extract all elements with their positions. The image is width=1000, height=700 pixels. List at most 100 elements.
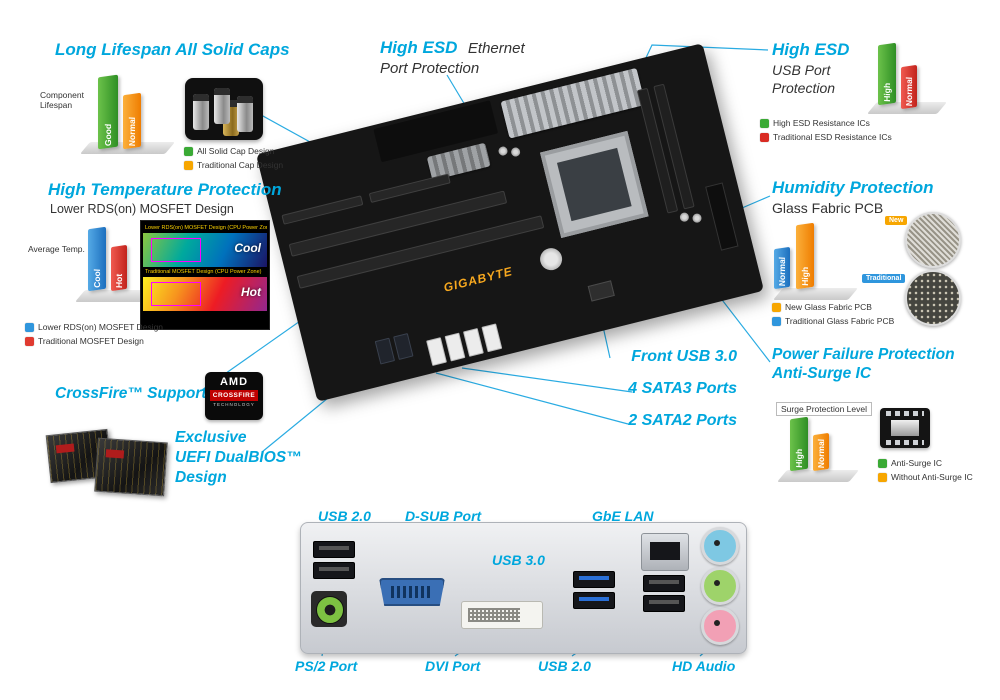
ps2-port (311, 591, 347, 627)
red-swatch-icon (760, 132, 769, 142)
legend-row: Without Anti-Surge IC (878, 472, 973, 482)
legend-row: New Glass Fabric PCB (772, 302, 894, 312)
ic-pins (886, 440, 924, 445)
thermal-image-cool: Cool (143, 233, 267, 267)
legend-row: Traditional Glass Fabric PCB (772, 316, 894, 326)
esd-usb-line2: Protection (772, 80, 836, 96)
legend-label: New Glass Fabric PCB (785, 302, 872, 312)
audio-jack-lineout (701, 567, 739, 605)
uefi-line1: Exclusive (175, 429, 247, 446)
uefi-callout: Exclusive UEFI DualBIOS™ Design (175, 428, 302, 488)
bar-label: Normal (127, 116, 137, 147)
surge-chart-label: Surge Protection Level (776, 402, 872, 416)
capacitor (510, 146, 522, 158)
pcie-x1-slot (368, 173, 451, 204)
bar-label: Normal (904, 76, 914, 107)
orange-swatch-icon (184, 160, 193, 170)
red-swatch-icon (25, 336, 34, 346)
audio-jack-mic (701, 607, 739, 645)
esd-ethernet-callout: High ESD Ethernet Port Protection (380, 38, 525, 77)
anti-surge-title1: Power Failure Protection (772, 346, 955, 363)
anti-surge-legend: Anti-Surge IC Without Anti-Surge IC (878, 458, 973, 486)
sata3-label: 4 SATA3 Ports (628, 380, 737, 397)
traditional-pcb-photo (905, 270, 961, 326)
sata-port (444, 332, 466, 362)
legend-label: Anti-Surge IC (891, 458, 943, 468)
legend-row: Traditional ESD Resistance ICs (760, 132, 892, 142)
bar-label: High (794, 448, 804, 469)
humidity-legend: New Glass Fabric PCB Traditional Glass F… (772, 302, 894, 330)
sata-port (393, 333, 414, 360)
traditional-pcb-badge: Traditional (862, 274, 906, 283)
esd-ethernet-line2: Port Protection (380, 60, 480, 77)
esd-usb-bar-high: High (878, 42, 896, 106)
dvi-port (461, 601, 543, 629)
legend-row: Traditional MOSFET Design (25, 336, 163, 346)
high-temp-bar-cool: Cool (88, 226, 106, 292)
legend-label: All Solid Cap Design (197, 146, 275, 156)
crossfire-band: CROSSFIRE (210, 390, 258, 401)
anti-surge-title2: Anti-Surge IC (772, 365, 872, 382)
thermal-badge: Cool (234, 241, 261, 255)
thermal-roi-box (151, 238, 201, 262)
bar-label: Hot (114, 273, 124, 289)
esd-usb-bar-normal: Normal (901, 64, 917, 110)
legend-label: Traditional ESD Resistance ICs (773, 132, 892, 142)
orange-swatch-icon (772, 302, 781, 312)
anti-surge-ic-photo (880, 408, 930, 448)
usb2-port (313, 562, 355, 579)
legend-row: Traditional Cap Design (184, 160, 283, 170)
gbe-lan-label: GbE LAN (592, 508, 654, 524)
vrm-heatsink (500, 67, 646, 139)
humidity-chart-base (772, 288, 859, 300)
thermal-image-hot: Hot (143, 277, 267, 311)
bar-label: Normal (777, 256, 787, 287)
uefi-line3: Design (175, 469, 227, 486)
bar-label: High (882, 82, 892, 103)
bar-label: High (800, 266, 810, 287)
sata-port (481, 323, 503, 353)
legend-row: Anti-Surge IC (878, 458, 973, 468)
pcie-x1-slot (281, 195, 364, 225)
capacitor (691, 212, 703, 224)
amd-crossfire-logo: AMD CROSSFIRE TECHNOLOGY (205, 372, 263, 420)
capacitor-photo (237, 96, 253, 132)
cpu-socket-inner (556, 147, 632, 222)
amd-logo-text: AMD (219, 376, 249, 388)
pcie-x16-slot (288, 190, 508, 257)
legend-label: Without Anti-Surge IC (891, 472, 973, 482)
cmos-battery (537, 245, 565, 273)
ic-pins (886, 411, 924, 416)
legend-row: All Solid Cap Design (184, 146, 283, 156)
legend-label: Traditional MOSFET Design (38, 336, 144, 346)
legend-label: Traditional Glass Fabric PCB (785, 316, 895, 326)
bar-label: Good (103, 123, 113, 147)
anti-surge-chart-base (776, 470, 860, 482)
green-swatch-icon (760, 118, 769, 128)
anti-surge-bar-normal: Normal (813, 432, 829, 472)
new-pcb-badge: New (885, 216, 908, 225)
legend-label: Lower RDS(on) MOSFET Design (38, 322, 164, 332)
esd-ethernet-accent: High ESD (380, 38, 458, 57)
thermal-card-hot: Traditional MOSFET Design (CPU Power Zon… (143, 267, 267, 311)
thermal-roi-box (151, 282, 201, 306)
usb3-port (573, 571, 615, 588)
bar-label: Normal (816, 438, 826, 469)
humidity-subtitle: Glass Fabric PCB (772, 200, 884, 216)
capacitor (678, 211, 690, 223)
audio-jack-linein (701, 527, 739, 565)
ps2-label: PS/2 Port (295, 658, 358, 674)
esd-ethernet-rest: Ethernet (467, 40, 525, 57)
front-usb3-header (587, 280, 615, 302)
legend-label: Traditional Cap Design (197, 160, 284, 170)
front-usb3-label: Front USB 3.0 (631, 348, 737, 365)
high-temp-legend: Lower RDS(on) MOSFET Design Traditional … (25, 322, 163, 350)
dsub-vga-port (379, 578, 445, 606)
solid-caps-title: Long Lifespan All Solid Caps (55, 40, 290, 59)
esd-usb-line1: USB Port (772, 62, 831, 78)
green-swatch-icon (878, 458, 887, 468)
capacitor-photo (214, 88, 230, 124)
usb2-port (643, 595, 685, 612)
legend-label: High ESD Resistance ICs (773, 118, 870, 128)
thermal-header: Lower RDS(on) MOSFET Design (CPU Power Z… (145, 225, 267, 231)
